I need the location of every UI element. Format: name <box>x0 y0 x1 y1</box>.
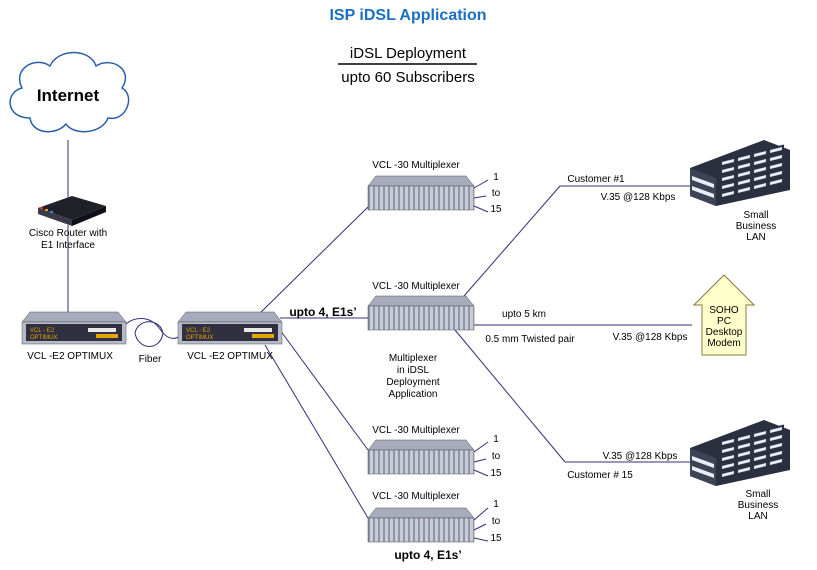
multiplexer-1-port-last: 15 <box>490 204 502 215</box>
optimux-right-label: VCL -E2 OPTIMUX <box>187 351 273 362</box>
multiplexer-1-port-to: to <box>492 188 501 199</box>
soho-line-3: Desktop <box>706 327 743 338</box>
connection-lines <box>67 140 692 519</box>
subtitle-line2: upto 60 Subscribers <box>341 69 474 86</box>
small-business-bottom-line-2: Business <box>738 500 779 511</box>
multiplexer-3-port-last: 15 <box>490 468 502 479</box>
small-business-top-line-1: Small <box>743 210 768 221</box>
customer15-label: Customer # 15 <box>567 470 633 481</box>
soho-speed: V.35 @128 Kbps <box>613 332 688 343</box>
multiplexer-4-port-last: 15 <box>490 533 502 544</box>
cisco-router: Cisco Router with E1 Interface <box>29 196 107 251</box>
diagram-title: ISP iDSL Application <box>329 7 486 24</box>
small-business-bottom-line-1: Small <box>745 489 770 500</box>
optimux-left-panel-line2: OPTIMUX <box>30 335 57 341</box>
optimux-left: VCL - E2 OPTIMUX VCL -E2 OPTIMUX <box>21 311 127 362</box>
multiplexer-3-label: VCL -30 Multiplexer <box>372 425 460 436</box>
multiplexer-note: Multiplexer in iDSL Deployment Applicati… <box>386 353 440 400</box>
soho-cable: 0.5 mm Twisted pair <box>485 334 575 345</box>
multiplexer-2: VCL -30 Multiplexer <box>367 281 475 331</box>
note-line-3: Deployment <box>386 377 440 388</box>
customer15-speed: V.35 @128 Kbps <box>603 451 678 462</box>
note-line-2: in iDSL <box>397 365 430 376</box>
soho-line-1: SOHO <box>709 305 739 316</box>
optimux-left-label: VCL -E2 OPTIMUX <box>27 351 113 362</box>
soho-house: SOHO PC Desktop Modem <box>692 274 756 356</box>
optimux-left-panel-line1: VCL - E2 <box>30 328 55 334</box>
optimux-right-panel-line2: OPTIMUX <box>186 335 213 341</box>
multiplexer-3-port-first: 1 <box>493 434 499 445</box>
router-label-line1: Cisco Router with <box>29 228 107 239</box>
customer1-label: Customer #1 <box>567 174 625 185</box>
small-business-top-line-2: Business <box>736 221 777 232</box>
multiplexer-4-label: VCL -30 Multiplexer <box>372 491 460 502</box>
note-line-4: Application <box>389 389 438 400</box>
small-business-building-top: Small Business LAN <box>690 140 790 243</box>
e1-label-top: upto 4, E1s’ <box>289 305 356 319</box>
soho-distance: upto 5 km <box>502 309 546 320</box>
customer1-speed: V.35 @128 Kbps <box>601 192 676 203</box>
note-line-1: Multiplexer <box>389 353 438 364</box>
soho-line-2: PC <box>717 316 731 327</box>
soho-line-4: Modem <box>707 338 740 349</box>
multiplexer-1-label: VCL -30 Multiplexer <box>372 160 460 171</box>
multiplexer-3: VCL -30 Multiplexer 1 to 15 <box>367 425 502 479</box>
subtitle-line1: iDSL Deployment <box>350 45 467 62</box>
fiber-label: Fiber <box>139 354 162 365</box>
multiplexer-3-port-to: to <box>492 451 501 462</box>
e1-label-bottom: upto 4, E1s’ <box>394 548 461 562</box>
multiplexer-4: VCL -30 Multiplexer 1 to 15 <box>367 491 502 544</box>
internet-label: Internet <box>37 86 100 105</box>
router-label-line2: E1 Interface <box>41 240 95 251</box>
small-business-building-bottom: Small Business LAN <box>690 420 790 522</box>
optimux-right-panel-line1: VCL - E2 <box>186 328 211 334</box>
optimux-right: VCL - E2 OPTIMUX VCL -E2 OPTIMUX <box>177 311 283 362</box>
multiplexer-1-port-first: 1 <box>493 172 499 183</box>
multiplexer-2-label: VCL -30 Multiplexer <box>372 281 460 292</box>
multiplexer-4-port-to: to <box>492 516 501 527</box>
internet-cloud: Internet <box>9 51 130 133</box>
multiplexer-4-port-first: 1 <box>493 499 499 510</box>
small-business-top-line-3: LAN <box>746 232 765 243</box>
small-business-bottom-line-3: LAN <box>748 511 767 522</box>
multiplexer-1: VCL -30 Multiplexer 1 to 15 <box>367 160 502 215</box>
